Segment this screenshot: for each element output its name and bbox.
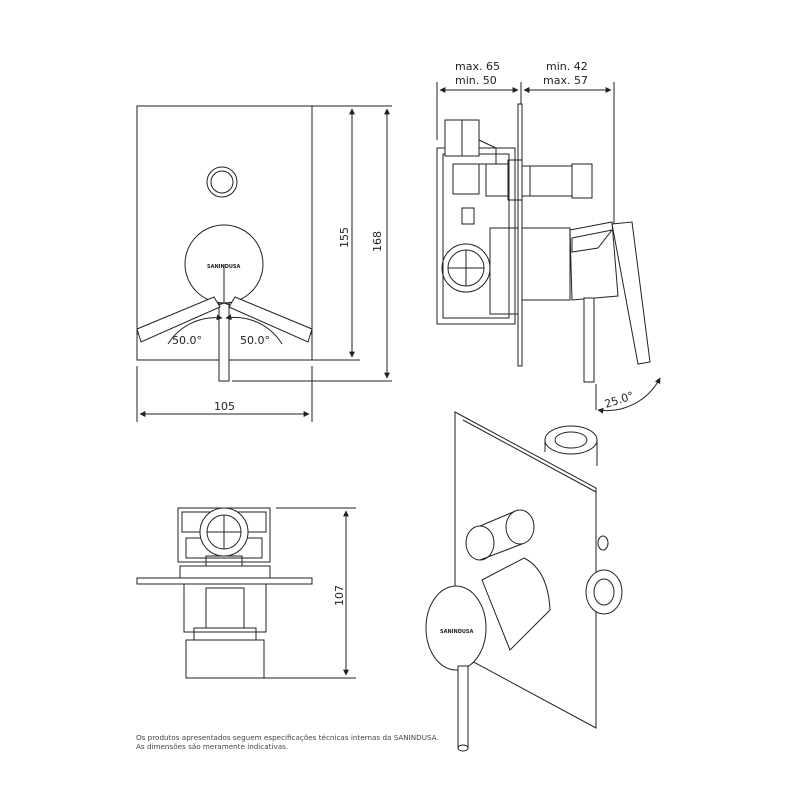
side-view xyxy=(436,82,661,414)
side-left-min-dimension: min. 50 xyxy=(455,74,497,87)
side-handle-body xyxy=(521,227,571,301)
front-width-dimension: 105 xyxy=(214,400,235,413)
valve-body xyxy=(436,147,516,325)
side-angle-dimension: 25.0° xyxy=(603,389,636,411)
front-angle-left: 50.0° xyxy=(172,334,202,347)
diverter-knob-inner xyxy=(210,170,234,194)
front-view xyxy=(136,105,392,422)
disclaimer-note: Os produtos apresentados seguem especifi… xyxy=(136,733,556,751)
side-right-max-dimension: max. 57 xyxy=(543,74,588,87)
iso-handle-face xyxy=(425,585,487,671)
top-handle-body xyxy=(185,639,265,679)
front-height-outer-dimension: 168 xyxy=(371,231,384,252)
disclaimer-line-2: As dimensões são meramente indicativas. xyxy=(136,742,289,751)
iso-view xyxy=(425,411,623,752)
front-brand-label: SANINDUSA xyxy=(207,264,241,270)
side-lever xyxy=(571,229,614,253)
side-right-min-dimension: min. 42 xyxy=(546,60,588,73)
side-plate xyxy=(517,103,523,367)
lever-left-position xyxy=(136,296,221,343)
top-plate xyxy=(136,577,313,585)
iso-brand-label: SANINDUSA xyxy=(440,629,474,635)
top-view xyxy=(136,507,356,679)
lever-right-position xyxy=(228,296,313,343)
lever-handle xyxy=(218,302,230,382)
front-height-inner-dimension: 155 xyxy=(338,227,351,248)
front-angle-right: 50.0° xyxy=(240,334,270,347)
top-height-dimension: 107 xyxy=(333,585,346,606)
diverter-knob-outer xyxy=(206,166,238,198)
disclaimer-line-1: Os produtos apresentados seguem especifi… xyxy=(136,733,439,742)
side-left-max-dimension: max. 65 xyxy=(455,60,500,73)
